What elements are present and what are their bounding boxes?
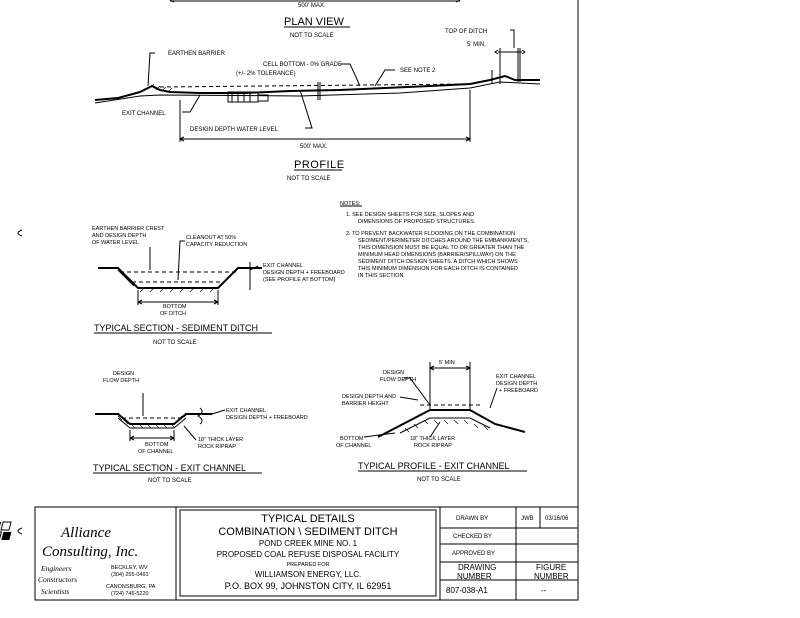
office-2-phone: (724) 746-5220	[111, 591, 149, 597]
label-profile-exit-3: + FREEBOARD	[499, 388, 538, 394]
profile-exit-channel: 5' MIN DESIGN FLOW DEPTH EXIT CHANNEL DE…	[336, 360, 538, 483]
notes-block: NOTES: 1. SEE DESIGN SHEETS FOR SIZE, SL…	[340, 201, 529, 279]
label-cell-bottom-2: (+/- 2% TOLERANCE)	[236, 71, 296, 77]
office-1-phone: (304) 255-0491	[111, 572, 149, 578]
section-sediment-title: TYPICAL SECTION - SEDIMENT DITCH	[94, 323, 258, 333]
figure-number: --	[541, 586, 547, 595]
profile-drawing: TOP OF DITCH 5' MIN. EARTHEN BARRIER CEL…	[94, 29, 541, 182]
section-exit-title: TYPICAL SECTION - EXIT CHANNEL	[93, 463, 246, 473]
label-profile-rock-2: ROCK RIPRAP	[414, 443, 452, 449]
logo-tag-1: Engineers	[40, 564, 71, 573]
label-profile-exit-2: DESIGN DEPTH	[496, 381, 537, 387]
label-profile-bottom-2: OF CHANNEL	[336, 443, 371, 449]
client-name: WILLIAMSON ENERGY, LLC.	[255, 570, 362, 579]
punch-hole-marks	[17, 229, 23, 535]
drawn-by-value: JWB	[521, 516, 534, 522]
title-block-border	[34, 506, 579, 601]
profile-title: PROFILE	[294, 159, 345, 171]
label-profile-flow-1: DESIGN	[383, 370, 404, 376]
label-profile-barrier-2: BARRIER HEIGHT	[342, 401, 389, 407]
drawing-date: 03/16/06	[545, 516, 569, 522]
drawing-title-4: PROPOSED COAL REFUSE DISPOSAL FACILITY	[217, 550, 400, 559]
label-profile-five-min: 5' MIN	[439, 360, 455, 366]
plan-dimension-text: 500' MAX.	[298, 3, 326, 9]
figure-number-label-1: FIGURE	[536, 563, 566, 572]
drawing-number-label-1: DRAWING	[458, 563, 496, 572]
label-exit-flow-1: DESIGN	[113, 371, 134, 377]
prepared-for: PREPARED FOR	[287, 562, 330, 568]
client-address: P.O. BOX 99, JOHNSTON CITY, IL 62951	[225, 581, 392, 591]
plan-view-title: PLAN VIEW	[284, 16, 345, 28]
profile-exit-scale: NOT TO SCALE	[417, 477, 461, 483]
label-exit-channel-2: DESIGN DEPTH + FREEBOARD	[226, 415, 308, 421]
profile-dimension-text: 500' MAX.	[300, 144, 328, 150]
logo-tag-3: Scientists	[41, 587, 69, 596]
note-2-line-2: SEDIMENT/PERIMETER DITCHES AROUND THE EM…	[358, 238, 529, 244]
label-profile-exit-1: EXIT CHANNEL	[496, 374, 536, 380]
label-sed-bottom-1: BOTTOM	[163, 304, 187, 310]
label-profile-bottom-1: BOTTOM	[340, 436, 364, 442]
label-design-depth: DESIGN DEPTH WATER LEVEL	[190, 127, 279, 133]
drawing-number: 807-038-A1	[446, 586, 488, 595]
profile-scale: NOT TO SCALE	[287, 176, 331, 182]
label-barrier-crest-2: AND DESIGN DEPTH	[92, 233, 146, 239]
label-exit-channel: EXIT CHANNEL	[122, 111, 166, 117]
note-2-line-1: 2. TO PREVENT BACKWATER FLOODING ON THE …	[346, 231, 515, 237]
drawing-title-3: POND CREEK MINE NO. 1	[259, 539, 358, 548]
checked-by-label: CHECKED BY	[453, 534, 492, 540]
logo-line-1: Alliance	[60, 525, 111, 541]
label-sed-exit-3: (SEE PROFILE AT BOTTOM)	[263, 277, 336, 283]
drawing-title-1: TYPICAL DETAILS	[261, 513, 355, 525]
label-cleanout-2: CAPACITY REDUCTION	[186, 242, 247, 248]
section-exit-channel: DESIGN FLOW DEPTH EXIT CHANNEL DESIGN DE…	[93, 371, 308, 484]
note-2-line-6: THIS MINIMUM DIMENSION FOR EACH DITCH IS…	[358, 266, 518, 272]
label-top-of-ditch: TOP OF DITCH	[445, 29, 487, 35]
label-barrier-crest-1: EARTHEN BARRIER CREST	[92, 226, 165, 232]
logo-tag-2: Constructors	[38, 575, 77, 584]
section-exit-scale: NOT TO SCALE	[148, 478, 192, 484]
label-profile-flow-2: FLOW DEPTH	[380, 377, 416, 383]
label-exit-bottom-2: OF CHANNEL	[138, 449, 173, 455]
note-2-line-7: IN THIS SECTION.	[358, 273, 405, 279]
label-exit-bottom-1: BOTTOM	[145, 442, 169, 448]
drawing-number-label-2: NUMBER	[457, 572, 492, 581]
label-exit-channel-1: EXIT CHANNEL	[226, 408, 266, 414]
label-sed-exit-2: DESIGN DEPTH + FREEBOARD	[263, 270, 345, 276]
label-exit-flow-2: FLOW DEPTH	[103, 378, 139, 384]
section-sediment-ditch: EARTHEN BARRIER CREST AND DESIGN DEPTH O…	[92, 226, 345, 346]
plan-view: 500' MAX. PLAN VIEW NOT TO SCALE	[169, 0, 461, 39]
drawn-by-label: DRAWN BY	[456, 516, 488, 522]
label-profile-rock-1: 18" THICK LAYER	[410, 436, 455, 442]
label-sed-exit-1: EXIT CHANNEL	[263, 263, 303, 269]
note-2-line-4: MINIMUM HEAD DIMENSIONS (BARRIER/SPILLWA…	[358, 252, 516, 258]
figure-number-label-2: NUMBER	[534, 572, 569, 581]
office-2-city: CANONSBURG, PA	[106, 584, 156, 590]
drawing-title-2: COMBINATION \ SEDIMENT DITCH	[218, 526, 397, 538]
office-1-city: BECKLEY, WV	[111, 565, 148, 571]
note-2-line-3: THIS DIMENSION MUST BE EQUAL TO OR GREAT…	[358, 245, 525, 251]
plan-view-scale: NOT TO SCALE	[290, 33, 334, 39]
section-sediment-scale: NOT TO SCALE	[153, 340, 197, 346]
profile-exit-title: TYPICAL PROFILE - EXIT CHANNEL	[358, 461, 510, 471]
label-five-min: 5' MIN.	[467, 42, 486, 48]
label-profile-barrier-1: DESIGN DEPTH AND	[342, 394, 396, 400]
title-block: Alliance Consulting, Inc. Engineers Cons…	[0, 506, 579, 601]
leader-earthen-barrier	[147, 52, 155, 87]
label-cleanout-1: CLEANOUT AT 50%	[186, 235, 236, 241]
approved-by-label: APPROVED BY	[452, 551, 495, 557]
label-sed-bottom-2: OF DITCH	[160, 311, 186, 317]
label-cell-bottom-1: CELL BOTTOM - 0% GRADE	[263, 62, 342, 68]
note-2-line-5: SEDIMENT DITCH DESIGN SHEETS. A DITCH WH…	[358, 259, 518, 265]
label-barrier-crest-3: OF WATER LEVEL	[92, 240, 139, 246]
label-earthen-barrier: EARTHEN BARRIER	[168, 51, 226, 57]
label-see-note: SEE NOTE 2	[400, 68, 436, 74]
label-exit-rock-2: ROCK RIPRAP	[198, 444, 236, 450]
note-1-line-2: DIMENSIONS OF PROPOSED STRUCTURES.	[358, 219, 476, 225]
note-1-line-1: 1. SEE DESIGN SHEETS FOR SIZE, SLOPES AN…	[346, 212, 474, 218]
logo-mark-icon	[0, 521, 12, 541]
notes-heading: NOTES:	[340, 201, 361, 207]
label-exit-rock-1: 18" THICK LAYER	[198, 437, 243, 443]
logo-line-2: Consulting, Inc.	[42, 544, 138, 560]
